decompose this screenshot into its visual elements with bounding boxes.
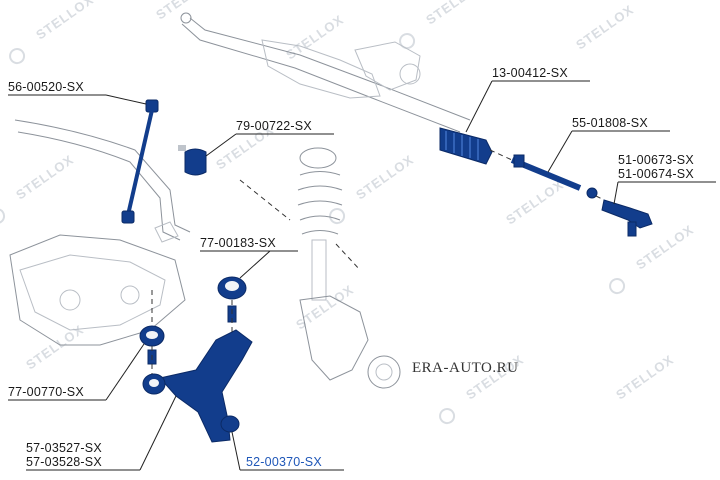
callout-ball-joint: 52-00370-SX	[231, 431, 344, 471]
callout-tie-rod-end: 51-00673-SX 51-00674-SX	[613, 153, 716, 205]
label-axial-rod: 55-01808-SX	[572, 116, 648, 130]
label-arm-bushing: 77-00770-SX	[8, 385, 84, 399]
part-axial-rod	[510, 154, 598, 199]
knuckle-drawing	[299, 295, 401, 389]
part-strut-mount	[217, 276, 247, 323]
part-control-arm	[142, 329, 253, 443]
watermark-text: STELLOX	[613, 352, 676, 403]
watermark-text: STELLOX	[13, 152, 76, 203]
callout-axial-rod: 55-01808-SX	[547, 116, 670, 173]
strut-drawing	[297, 147, 343, 301]
avito-text: Avito	[642, 443, 701, 470]
label-tie-rod-end-a: 51-00673-SX	[618, 153, 694, 167]
steering-rack-drawing	[180, 12, 471, 133]
part-steering-boot	[439, 127, 493, 165]
part-stab-bushing	[178, 145, 207, 176]
callout-steering-boot: 13-00412-SX	[465, 66, 590, 133]
watermark-text: STELLOX	[33, 0, 96, 42]
label-strut-mount: 77-00183-SX	[200, 236, 276, 250]
watermark-text: STELLOX	[283, 12, 346, 63]
label-arm-a: 57-03527-SX	[26, 441, 102, 455]
watermark-text: STELLOX	[423, 0, 486, 27]
callout-stab-link: 56-00520-SX	[8, 80, 147, 105]
watermark-text: STELLOX	[353, 152, 416, 203]
part-stab-link	[121, 99, 159, 224]
watermark-text: STELLOX	[293, 282, 356, 333]
callout-strut-mount: 77-00183-SX	[200, 236, 298, 279]
callout-stab-bushing: 79-00722-SX	[205, 119, 334, 157]
avito-badge: Avito	[607, 443, 701, 470]
watermark-text: STELLOX	[633, 222, 696, 273]
label-tie-rod-end-b: 51-00674-SX	[618, 167, 694, 181]
label-arm-b: 57-03528-SX	[26, 455, 102, 469]
watermark-text: STELLOX	[153, 0, 216, 22]
watermark-text: STELLOX	[503, 177, 566, 228]
subframe-drawing	[9, 234, 186, 346]
label-ball-joint: 52-00370-SX	[246, 455, 322, 469]
label-stab-bushing: 79-00722-SX	[236, 119, 312, 133]
callout-control-arm: 57-03527-SX 57-03528-SX	[26, 395, 177, 471]
callout-arm-bushing: 77-00770-SX	[8, 343, 145, 401]
label-steering-boot: 13-00412-SX	[492, 66, 568, 80]
label-stab-link: 56-00520-SX	[8, 80, 84, 94]
avito-logo-icon	[607, 444, 636, 468]
watermark-text: STELLOX	[573, 2, 636, 53]
assembly-lines	[151, 149, 605, 374]
part-tie-rod-end	[601, 199, 653, 237]
site-url: ERA-AUTO.RU	[412, 360, 518, 376]
